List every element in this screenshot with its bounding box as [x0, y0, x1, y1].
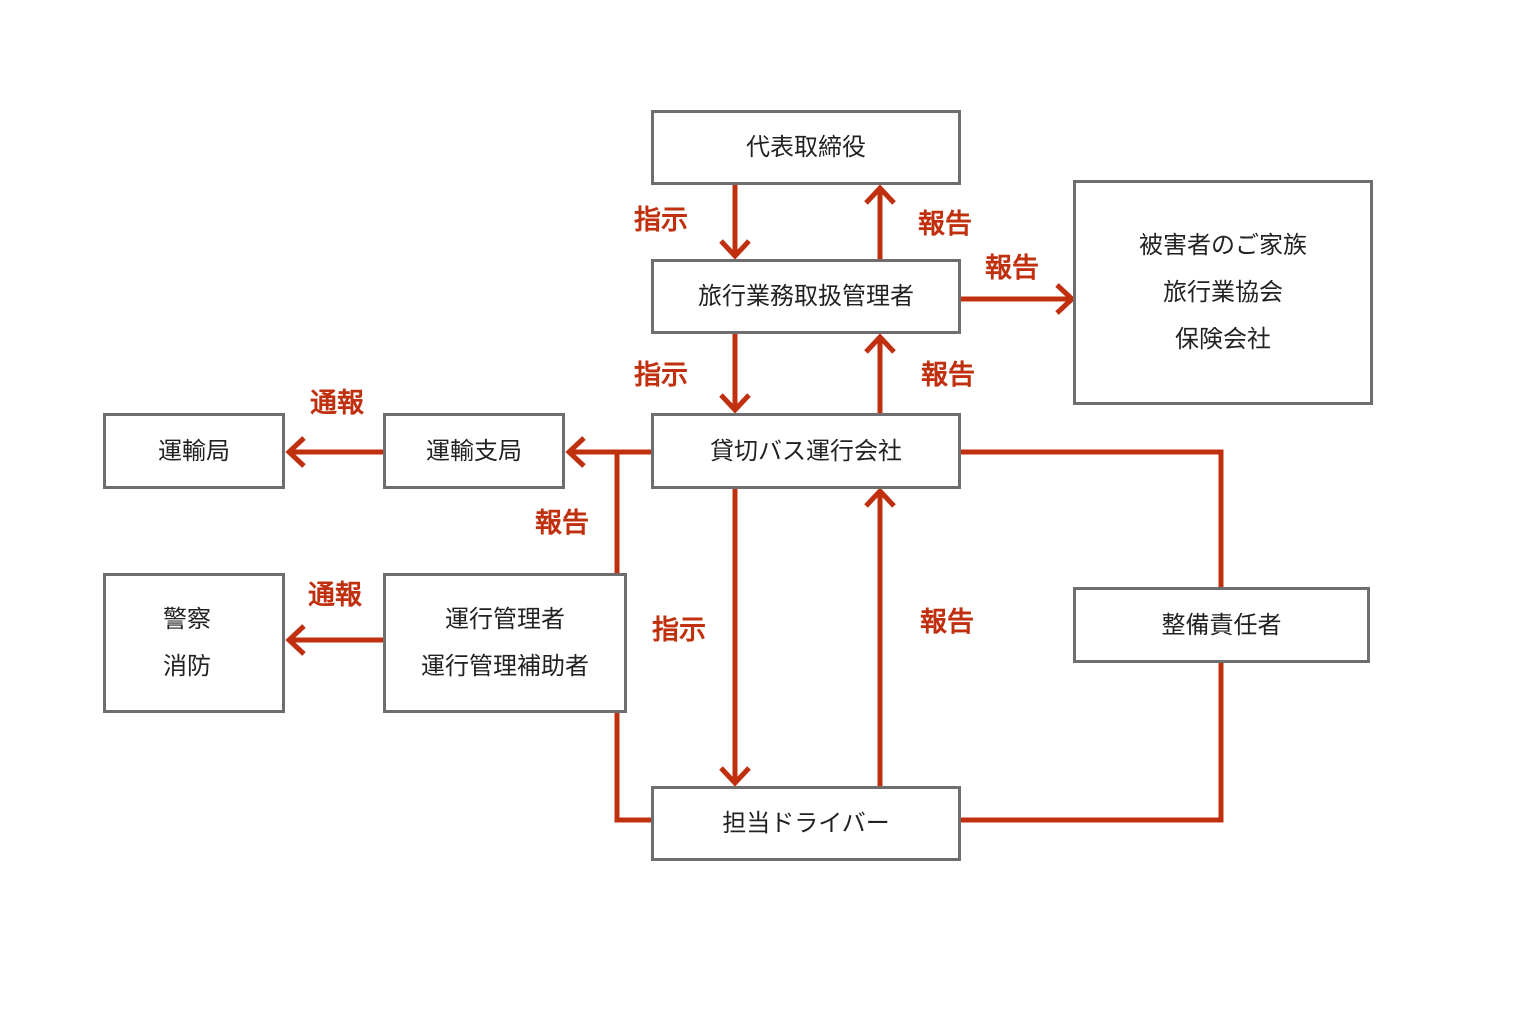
box-label: 警察	[163, 605, 211, 633]
arrowhead-down	[719, 239, 751, 260]
box-label: 運輸支局	[426, 436, 522, 465]
arrowhead-left	[285, 624, 306, 656]
box-label: 代表取締役	[746, 133, 866, 161]
arrowhead-left	[285, 436, 306, 468]
bus-company-box: 貸切バス運行会社	[651, 413, 961, 489]
label-notify-police: 通報	[308, 580, 362, 611]
box-label: 運輸局	[158, 436, 230, 465]
box-label: 運行管理補助者	[421, 652, 589, 680]
arrowhead-down	[719, 766, 751, 787]
box-label: 消防	[163, 652, 211, 680]
arrowhead-up	[864, 487, 896, 508]
transport-bureau-box: 運輸局	[103, 413, 285, 489]
arrowhead-left	[565, 436, 586, 468]
label-report-president: 報告	[918, 209, 972, 240]
line-operation-manager-to-driver	[614, 712, 652, 823]
box-label: 貸切バス運行会社	[710, 436, 902, 465]
box-label: 運行管理者	[445, 605, 565, 633]
box-label: 旅行業協会	[1163, 278, 1283, 306]
external-parties-box: 被害者のご家族 旅行業協会 保険会社	[1073, 180, 1373, 405]
box-label: 保険会社	[1175, 325, 1271, 353]
label-instruct-driver: 指示	[652, 615, 706, 646]
arrowhead-right	[1055, 283, 1076, 315]
line-maintenance-to-driver	[961, 662, 1224, 823]
box-label: 担当ドライバー	[722, 809, 890, 837]
label-instruct-president: 指示	[634, 205, 688, 236]
maintenance-manager-box: 整備責任者	[1073, 587, 1370, 663]
president-box: 代表取締役	[651, 110, 961, 185]
operation-manager-box: 運行管理者 運行管理補助者	[383, 573, 627, 713]
box-label: 整備責任者	[1161, 610, 1282, 639]
label-report-branch: 報告	[535, 508, 589, 539]
arrowhead-up	[864, 333, 896, 354]
label-report-external: 報告	[985, 253, 1039, 284]
label-report-driver: 報告	[920, 607, 974, 638]
label-instruct-bus-company: 指示	[634, 360, 688, 391]
travel-manager-box: 旅行業務取扱管理者	[651, 259, 961, 334]
arrowhead-down	[719, 393, 751, 414]
arrowhead-up	[864, 184, 896, 205]
driver-box: 担当ドライバー	[651, 786, 961, 861]
label-notify-bureau: 通報	[310, 388, 364, 419]
police-fire-box: 警察 消防	[103, 573, 285, 713]
line-bus-company-to-maintenance	[961, 449, 1224, 588]
box-label: 旅行業務取扱管理者	[698, 282, 914, 310]
transport-branch-box: 運輸支局	[383, 413, 565, 489]
label-report-travel-manager: 報告	[921, 360, 975, 391]
box-label: 被害者のご家族	[1139, 231, 1307, 259]
